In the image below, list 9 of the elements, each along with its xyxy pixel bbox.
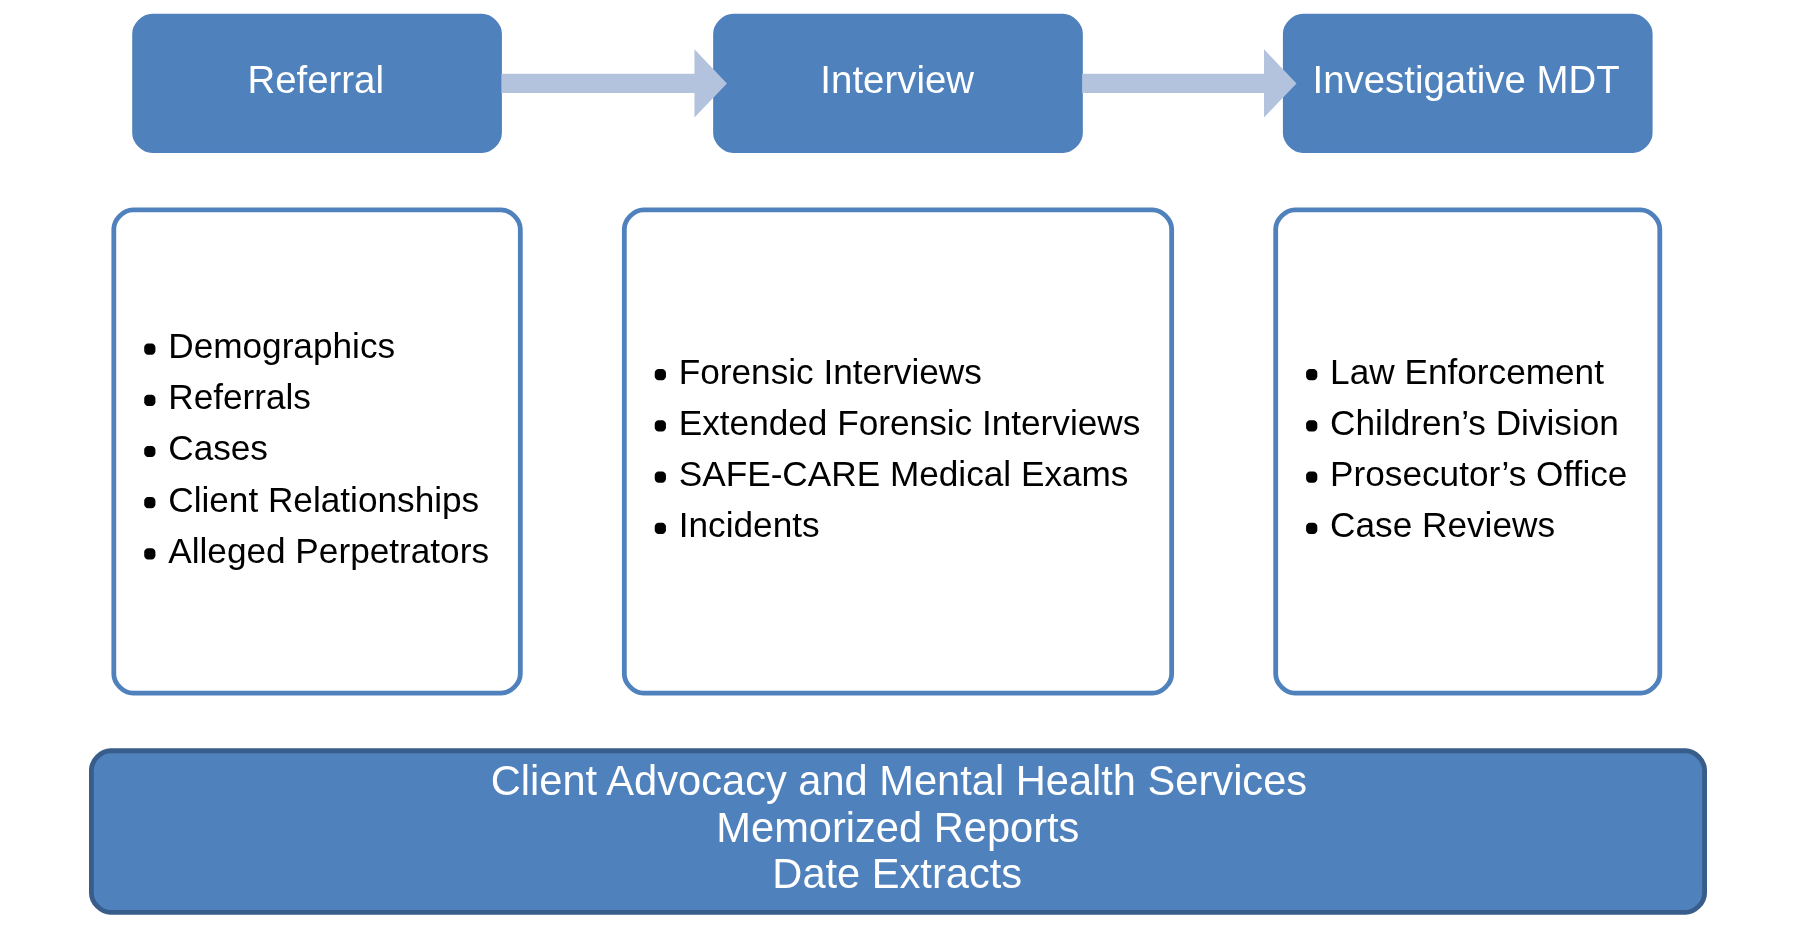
node-box: Forensic Interviews Extended Forensic Interviews SAFE-CARE Medical Exams Incidents [621,207,1174,696]
node-box: Client Advocacy and Mental Health Services Memorized Reports Date Extracts [88,748,1707,915]
arrow [500,49,727,118]
node-box: Referral [131,13,502,153]
node-box: Interview [712,13,1083,153]
arrow [1081,49,1296,118]
node-box: Law Enforcement Children’s Division Prosecutor’s Office Case Reviews [1272,207,1662,696]
node-box: Demographics Referrals Cases Client Relationships Alleged Perpetrators [110,207,523,696]
node-box: Investigative MDT [1282,13,1653,153]
